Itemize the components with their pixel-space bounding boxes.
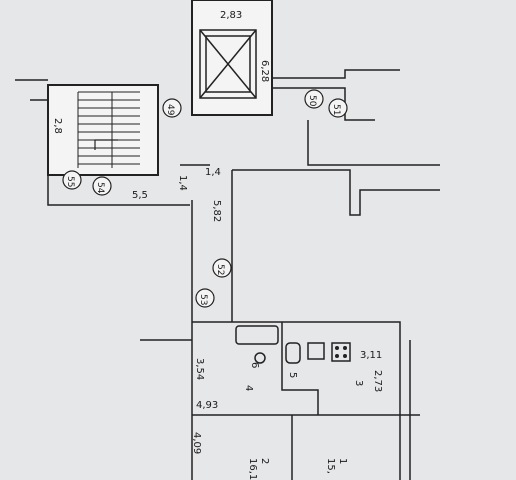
svg-text:53: 53 <box>198 294 208 305</box>
room-number: 2 <box>259 458 270 464</box>
elevator-shaft <box>191 0 273 116</box>
room-area: 16,1 <box>247 458 258 480</box>
dimension-label: 1,4 <box>205 167 221 178</box>
dimension-label: 3,11 <box>360 350 382 361</box>
dimension-label: 5,5 <box>132 190 148 201</box>
apartment <box>140 169 440 480</box>
marker-49: 49 <box>162 98 182 118</box>
room-number: 3 <box>353 380 364 386</box>
dimension-label: 4,09 <box>191 432 202 454</box>
dimension-label: 3,54 <box>194 358 205 380</box>
dimension-label: 2,8 <box>52 118 63 134</box>
room-number: 4 <box>243 385 254 391</box>
stair-steps <box>77 91 140 168</box>
bathtub <box>235 325 279 345</box>
marker-54: 54 <box>92 176 112 196</box>
dimension-label: 1,4 <box>177 175 188 191</box>
svg-text:54: 54 <box>95 182 105 194</box>
svg-text:52: 52 <box>215 264 225 275</box>
washbasin <box>307 342 325 360</box>
room-number: 5 <box>287 372 298 378</box>
room-number: 6 <box>249 362 260 368</box>
room-area: 15, <box>325 458 336 474</box>
svg-text:49: 49 <box>165 104 175 116</box>
dimension-label: 4,93 <box>196 400 218 411</box>
room-number: 1 <box>337 458 348 464</box>
marker-52: 52 <box>212 258 232 278</box>
marker-50: 50 <box>304 89 324 109</box>
dimension-label: 2,73 <box>372 370 383 392</box>
stairwell <box>47 84 159 176</box>
svg-text:51: 51 <box>331 104 341 115</box>
stair-arrow <box>94 139 118 150</box>
marker-55: 55 <box>62 170 82 190</box>
sink <box>254 352 266 364</box>
stove <box>331 342 351 362</box>
svg-text:50: 50 <box>307 95 317 107</box>
svg-text:55: 55 <box>65 176 75 187</box>
dimension-label: 5,82 <box>211 200 222 222</box>
marker-51: 51 <box>328 98 348 118</box>
toilet <box>285 342 301 364</box>
dimension-label: 2,83 <box>220 10 242 21</box>
marker-53: 53 <box>195 288 215 308</box>
dimension-label: 6,28 <box>259 60 270 82</box>
